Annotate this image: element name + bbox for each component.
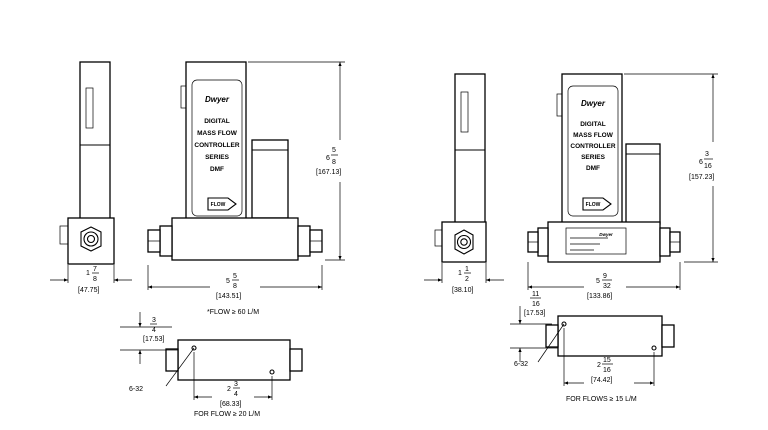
right-label-line-2: MASS FLOW	[573, 132, 614, 139]
left-label-line-1: DIGITAL	[204, 118, 230, 125]
left-height-den: 8	[332, 159, 336, 166]
left-length-num: 5	[233, 273, 237, 280]
left-flow-note: *FLOW ≥ 60 L/M	[207, 309, 259, 316]
left-bottom-thread-label: 6-32	[129, 386, 143, 393]
right-height-den: 16	[704, 163, 712, 170]
right-length-num: 9	[603, 273, 607, 280]
right-bottom-length-whole: 2	[597, 362, 601, 369]
left-bottom-height-mm: [17.53]	[143, 336, 164, 343]
left-label-line-4: SERIES	[205, 154, 230, 161]
left-label-panel: Dwyer DIGITAL MASS FLOW CONTROLLER SERIE…	[194, 95, 239, 208]
right-bottom-height-label: 11 16 [17.53]	[524, 291, 545, 317]
left-bottom-length-label: 2 3 4 [68.33]	[220, 381, 241, 408]
right-length-whole: 5	[596, 278, 600, 285]
left-side-width-mm: [47.75]	[78, 287, 99, 294]
right-bottom-length-mm: [74.42]	[591, 377, 612, 384]
left-brand-logo: Dwyer	[205, 95, 230, 104]
left-height-label: 6 5 8 [167.13]	[316, 147, 341, 176]
right-side-width-mm: [38.10]	[452, 287, 473, 294]
left-height-whole: 6	[326, 155, 330, 162]
left-length-whole: 5	[226, 278, 230, 285]
right-height-whole: 6	[699, 159, 703, 166]
right-side-width-label: 1 1 2 [38.10]	[452, 266, 473, 294]
left-bottom-length-mm: [68.33]	[220, 401, 241, 408]
left-height-num: 5	[332, 147, 336, 154]
left-bottom-height-den: 4	[152, 327, 156, 334]
right-side-width-whole: 1	[458, 270, 462, 277]
left-length-mm: [143.51]	[216, 293, 241, 300]
left-label-line-3: CONTROLLER	[194, 142, 239, 149]
left-side-view	[50, 61, 132, 283]
left-bottom-caption: FOR FLOW ≥ 20 L/M	[194, 411, 260, 418]
left-side-width-num: 7	[93, 266, 97, 273]
right-side-width-num: 1	[465, 266, 469, 273]
left-side-width-whole: 1	[86, 270, 90, 277]
left-length-den: 8	[233, 283, 237, 290]
left-bottom-length-whole: 2	[227, 386, 231, 393]
right-front-view	[527, 73, 718, 290]
right-height-num: 3	[705, 151, 709, 158]
left-height-mm: [167.13]	[316, 169, 341, 176]
right-flow-arrow-label: FLOW	[586, 202, 601, 208]
left-bottom-length-den: 4	[234, 391, 238, 398]
left-side-width-den: 8	[93, 276, 97, 283]
right-brand-logo: Dwyer	[581, 99, 606, 108]
right-bottom-length-label: 2 15 16 [74.42]	[591, 357, 613, 384]
right-height-mm: [157.23]	[689, 174, 714, 181]
right-label-panel: Dwyer DIGITAL MASS FLOW CONTROLLER SERIE…	[570, 99, 615, 237]
right-bottom-caption: FOR FLOWS ≥ 15 L/M	[566, 396, 637, 403]
right-label-line-4: SERIES	[581, 154, 606, 161]
right-bottom-view	[510, 306, 675, 386]
left-bottom-height-label: 3 4 [17.53]	[143, 317, 164, 343]
left-label-line-2: MASS FLOW	[197, 130, 238, 137]
right-label-line-1: DIGITAL	[580, 121, 606, 128]
right-bottom-length-num: 15	[603, 357, 611, 364]
right-bottom-thread-label: 6-32	[514, 361, 528, 368]
right-nameplate-brand: Dwyer	[599, 232, 613, 237]
right-label-line-3: CONTROLLER	[570, 143, 615, 150]
left-bottom-length-num: 3	[234, 381, 238, 388]
right-side-view	[424, 73, 504, 283]
left-front-view	[147, 61, 345, 290]
right-side-width-den: 2	[465, 276, 469, 283]
left-label-line-5: DMF	[210, 166, 224, 173]
right-bottom-length-den: 16	[603, 367, 611, 374]
right-bottom-height-mm: [17.53]	[524, 310, 545, 317]
right-bottom-height-num: 11	[532, 291, 539, 298]
left-flow-arrow-label: FLOW	[211, 202, 226, 208]
left-length-label: 5 5 8 [143.51]	[216, 273, 241, 300]
right-length-mm: [133.86]	[587, 293, 612, 300]
right-bottom-height-den: 16	[532, 301, 540, 308]
right-height-label: 6 3 16 [157.23]	[689, 151, 714, 181]
left-bottom-view	[120, 312, 303, 400]
right-length-den: 32	[603, 283, 611, 290]
left-bottom-height-num: 3	[152, 317, 156, 324]
left-side-width-label: 1 7 8 [47.75]	[78, 266, 99, 294]
right-label-line-5: DMF	[586, 165, 600, 172]
right-length-label: 5 9 32 [133.86]	[587, 273, 612, 300]
